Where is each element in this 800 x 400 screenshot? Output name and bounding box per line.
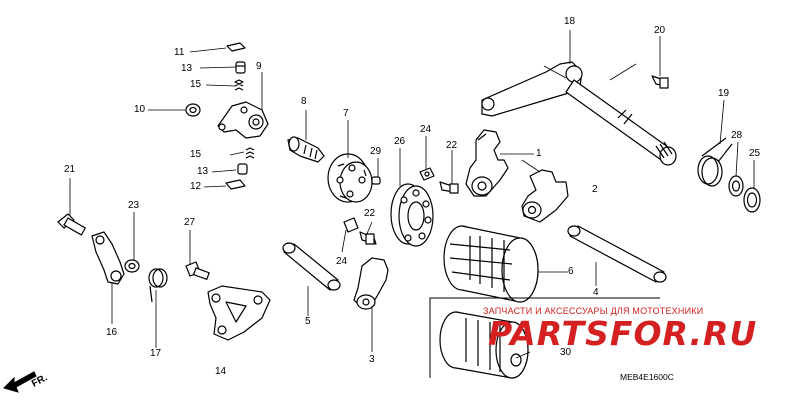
part-19-spring [697,137,733,187]
callout-15-lower: 15 [190,149,202,160]
callout-19: 19 [718,88,730,99]
part-6-shift-drum [443,225,539,303]
part-12 [225,179,246,190]
callout-13-upper: 13 [181,63,193,74]
part-8-pin [287,136,325,163]
part-27-bolt [185,261,210,280]
callout-18: 18 [564,16,576,27]
callout-14: 14 [215,366,227,377]
callout-26: 26 [394,136,406,147]
part-1-fork [465,129,509,197]
inset-frame [429,297,660,378]
part-23-washer [124,259,140,273]
part-13-upper [235,61,246,74]
part-4-shaft [567,225,667,283]
part-24-upper [419,167,435,181]
callout-2: 2 [592,184,598,195]
part-14-plate [207,285,271,341]
part-17-spring [148,268,168,303]
part-22-upper-bolt [439,181,459,194]
watermark-logo: PARTSFOR.RU [488,314,758,353]
callout-3: 3 [369,354,375,365]
callout-10: 10 [134,104,146,115]
part-11 [226,42,246,52]
callout-17: 17 [150,348,162,359]
callout-15-upper: 15 [190,79,202,90]
callout-24-lower: 24 [336,256,348,267]
part-26-bearing [390,183,434,247]
callout-29: 29 [370,146,382,157]
part-20-bolt [651,75,669,89]
part-30-drum-assembly [439,311,529,379]
part-10-nut [185,103,201,117]
callout-8: 8 [301,96,307,107]
part-16-stopper-arm [91,231,125,285]
part-24-lower [343,217,359,233]
callout-11: 11 [174,47,185,58]
callout-6: 6 [568,266,574,277]
part-29-pin [371,176,381,185]
callout-12: 12 [190,181,202,192]
part-5-shaft [282,242,341,291]
callout-30: 30 [560,347,572,358]
callout-9: 9 [256,61,262,72]
callout-5: 5 [305,316,311,327]
part-25-seal [743,187,761,213]
part-1-fork-right [521,169,569,223]
callout-25: 25 [749,148,761,159]
part-9-stopper [217,101,269,139]
part-28-washer [728,175,744,197]
callout-4: 4 [593,287,599,298]
callout-1: 1 [536,148,542,159]
part-15-upper-spring [234,79,244,91]
watermark-tagline: ЗАПЧАСТИ И АКСЕССУАРЫ ДЛЯ МОТОТЕХНИКИ [483,306,704,316]
part-7-drum-center [327,153,373,203]
part-15-lower-spring [245,147,255,159]
part-13-lower [237,163,248,175]
callout-16: 16 [106,327,118,338]
part-21-bolt [57,213,86,236]
leader-lines [69,30,755,359]
callout-21: 21 [64,164,76,175]
callout-24-upper: 24 [420,124,432,135]
callout-27: 27 [184,217,196,228]
front-arrow-icon [3,371,37,393]
callout-20: 20 [654,25,666,36]
callout-28: 28 [731,130,743,141]
callout-22-upper: 22 [446,140,458,151]
callout-23: 23 [128,200,140,211]
callout-22-lower: 22 [364,208,376,219]
callout-7: 7 [343,108,349,119]
part-3-fork [353,257,389,310]
part-22-lower-bolt [359,231,377,245]
diagram-code: MEB4E1600C [620,372,674,382]
callout-13-lower: 13 [197,166,209,177]
part-18-spindle-arm [481,61,677,166]
